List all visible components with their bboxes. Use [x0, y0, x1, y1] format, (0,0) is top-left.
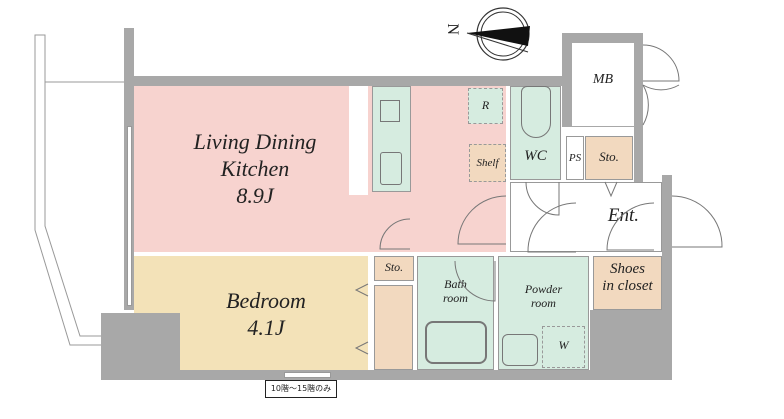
door-bath-icon	[454, 260, 496, 302]
powder-label-line2: room	[531, 295, 556, 310]
entrance-label: Ent.	[607, 205, 640, 226]
shelf: Shelf	[469, 144, 506, 182]
ldk-size: 8.9J	[236, 183, 274, 208]
mb-label: MB	[592, 72, 614, 87]
bedroom-closet	[374, 285, 413, 370]
ps-label: PS	[568, 152, 582, 164]
washer-space: W	[542, 326, 585, 368]
kitchen-partition	[349, 86, 368, 195]
refrigerator-space: R	[468, 88, 503, 124]
door-wc-icon	[525, 181, 560, 216]
sto-door-mark-icon	[604, 181, 618, 198]
bath-label-line2: room	[443, 290, 468, 305]
floor-note: 10階～15階のみ	[265, 380, 337, 398]
storage-hall	[585, 136, 633, 180]
door-mb-icon	[642, 44, 680, 126]
kitchen-counter	[372, 86, 411, 192]
right-wall	[662, 175, 672, 380]
pipe-space	[566, 136, 584, 180]
shoes-closet	[593, 256, 662, 310]
sink-icon	[380, 152, 402, 185]
wc-label: WC	[524, 148, 547, 164]
shaft-block	[590, 310, 672, 370]
stove-icon	[380, 100, 400, 122]
room-powder	[498, 256, 589, 370]
ldk-name-line1: Living Dining	[193, 129, 317, 154]
closet-door-mark-icon	[354, 283, 369, 355]
shoes-label-line1: Shoes	[610, 261, 645, 277]
door-storage-icon	[379, 218, 411, 250]
right-wall-upper	[634, 127, 643, 182]
corner-pillar-front	[101, 313, 180, 380]
washbasin-icon	[502, 334, 538, 366]
storage-hall-label: Sto.	[599, 149, 619, 164]
door-powder-icon	[527, 202, 577, 253]
door-ldk-icon	[457, 195, 507, 245]
shoes-label-line2: in closet	[602, 278, 653, 295]
bedroom-name: Bedroom	[226, 288, 306, 313]
bedroom-size: 4.1J	[247, 315, 285, 340]
room-bath	[417, 256, 494, 370]
room-mb	[572, 43, 634, 126]
front-door-icon	[671, 195, 723, 248]
top-wall	[124, 76, 562, 86]
refrigerator-label: R	[481, 98, 490, 112]
bathtub-icon	[425, 321, 487, 364]
bath-label-line1: Bath	[444, 277, 467, 291]
room-ldk	[134, 86, 506, 252]
powder-label-line1: Powder	[524, 282, 563, 296]
storage-bed	[374, 256, 414, 281]
shelf-label: Shelf	[476, 157, 499, 169]
hallway	[510, 182, 662, 252]
compass-north-label: N	[444, 23, 462, 35]
storage-bed-label: Sto.	[384, 260, 404, 274]
washer-label: W	[558, 338, 569, 352]
door-inner-ent-icon	[606, 202, 655, 251]
window-bottom	[284, 372, 331, 378]
toilet-icon	[521, 86, 551, 138]
ldk-name-line2: Kitchen	[220, 156, 290, 181]
bottom-wall	[101, 370, 672, 380]
window-left	[127, 126, 132, 306]
